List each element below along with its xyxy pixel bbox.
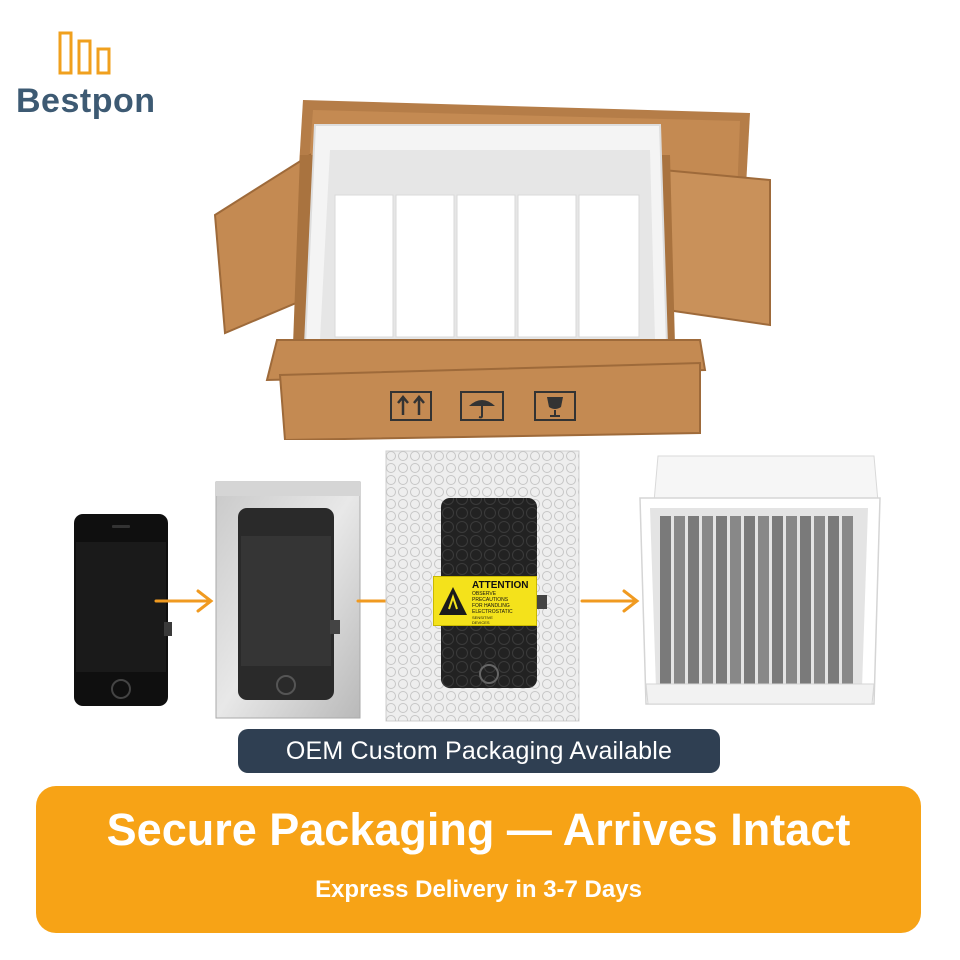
secure-packaging-banner: Secure Packaging — Arrives Intact Expres…	[36, 786, 921, 933]
esd-attention-label: ATTENTION OBSERVE PRECAUTIONS FOR HANDLI…	[433, 576, 537, 626]
brand-name: Bestpon	[16, 82, 156, 120]
oem-badge-label: OEM Custom Packaging Available	[285, 736, 673, 765]
this-way-up-icon	[390, 391, 432, 421]
box-front	[278, 361, 701, 440]
esd-label-line: FOR HANDLING	[472, 603, 510, 609]
keep-dry-umbrella-icon	[460, 391, 504, 421]
arrow-right-icon	[154, 589, 214, 613]
esd-label-line: OBSERVE PRECAUTIONS	[472, 591, 509, 603]
bubble-bag-with-esd-label: ATTENTION OBSERVE PRECAUTIONS FOR HANDLI…	[385, 450, 580, 722]
shipping-box-illustration	[213, 100, 771, 440]
arrow-right-icon	[580, 589, 640, 613]
brand-logo: Bestpon	[16, 26, 166, 121]
esd-label-line: DEVICES	[472, 620, 490, 625]
silver-antistatic-bag	[215, 481, 361, 719]
oem-custom-packaging-badge: OEM Custom Packaging Available	[238, 729, 720, 773]
banner-subtitle: Express Delivery in 3-7 Days	[315, 876, 642, 903]
fragile-glass-icon	[534, 391, 576, 421]
box-right-flap	[661, 168, 771, 327]
bar-outline-logo-icon	[58, 31, 111, 75]
white-retail-box-with-screens	[639, 455, 881, 705]
inner-white-boxes	[334, 194, 640, 338]
esd-label-line: SENSITIVE	[472, 615, 493, 620]
packaging-steps: ATTENTION OBSERVE PRECAUTIONS FOR HANDLI…	[0, 450, 960, 740]
stacked-screens	[660, 516, 853, 684]
bare-lcd-screen	[74, 514, 172, 706]
esd-warning-icon	[439, 587, 467, 615]
banner-title: Secure Packaging — Arrives Intact	[106, 804, 851, 855]
esd-label-line: ELECTROSTATIC	[472, 609, 513, 615]
esd-label-title: ATTENTION	[472, 580, 529, 591]
